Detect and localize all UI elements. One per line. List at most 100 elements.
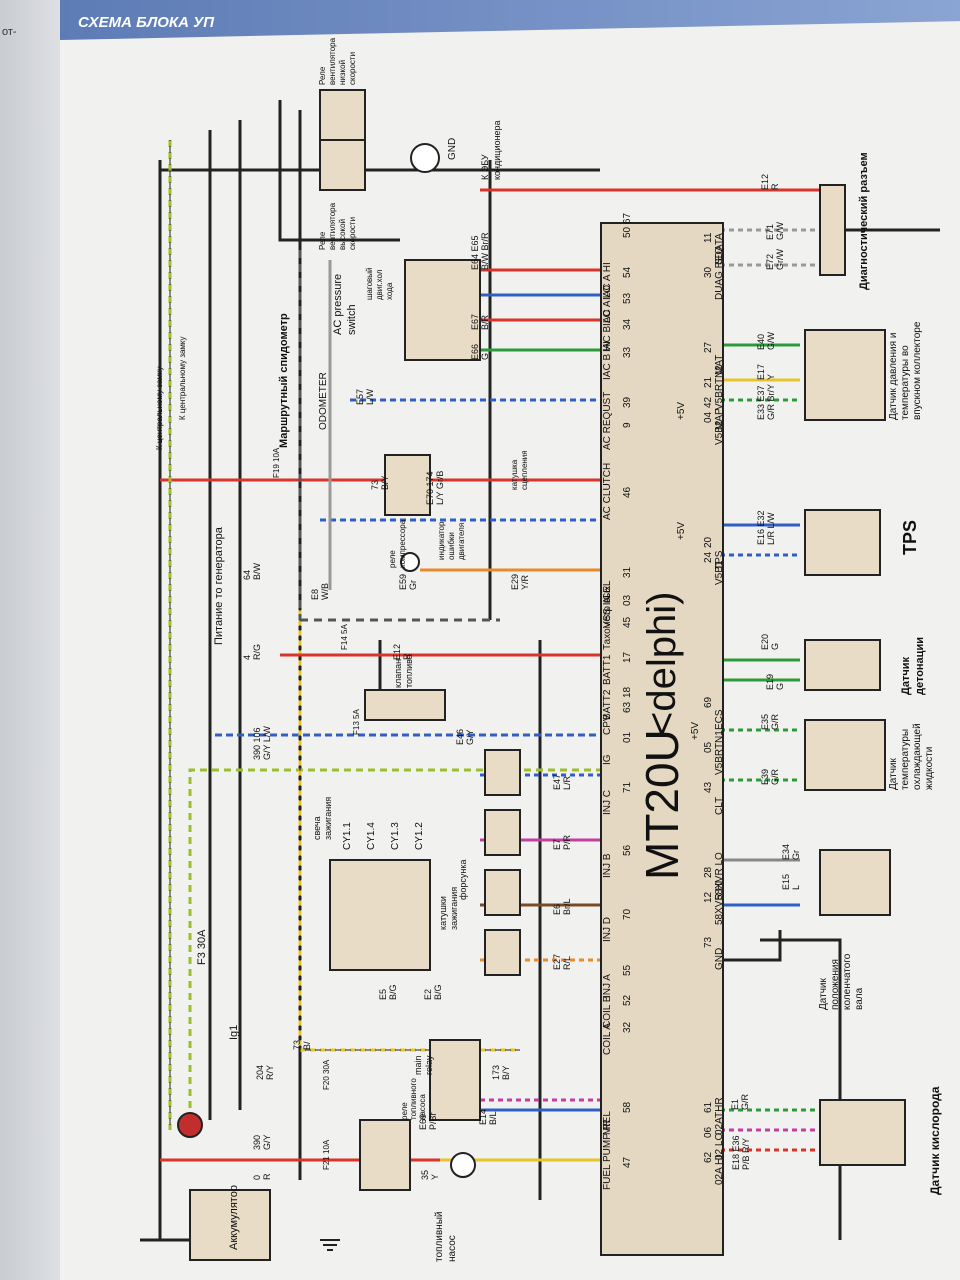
- wire-code-label: E35: [760, 713, 770, 730]
- injectors-label: форсунка: [458, 859, 468, 900]
- ecu-pin-label: TPS: [714, 550, 725, 570]
- wire-code-label: E57: [355, 388, 365, 405]
- ecu-pin-number: 18: [622, 686, 633, 698]
- cel-lamp: [400, 552, 420, 572]
- fan-high-label-4: скорости: [348, 216, 357, 250]
- wire-code-label: E29: [510, 573, 520, 590]
- wire-color-label: L/R L/W: [766, 512, 776, 545]
- ecu-pin-number: 01: [622, 731, 633, 743]
- ecu-pin-number: 17: [622, 651, 633, 663]
- ecu-pin-label: MR: [602, 1119, 613, 1135]
- ecu-pin-label: INJ A: [602, 974, 613, 998]
- fan-low-label-2: вентилятора: [328, 37, 337, 85]
- fan-relay-high: [319, 139, 366, 191]
- fuse-f21-label: F21 10A: [322, 1139, 331, 1170]
- wire-code-label: E66: [470, 343, 480, 360]
- ecu-pin-label: GND: [714, 947, 725, 970]
- wire-color-label: P/Br: [428, 1112, 438, 1130]
- ecu-pin-number: 73: [703, 936, 714, 948]
- ecu-pin-number: 9: [622, 422, 633, 428]
- gen-power-label: Питание то генератора: [213, 527, 225, 645]
- wire-code-label: E33 E37: [756, 385, 766, 420]
- ecu-pin-label: COIL B: [602, 995, 613, 1028]
- fan-low-label-3: низкой: [338, 59, 347, 85]
- wire-color-label: B/L: [488, 1111, 498, 1125]
- wire-color-label: R/G: [252, 643, 262, 660]
- wire-color-label: Y/R: [520, 574, 530, 590]
- wire-code-label: E19: [765, 673, 775, 690]
- ckp-label-3: коленчатого: [842, 953, 853, 1010]
- wire-color-label: L/Y Gr/B: [435, 470, 445, 505]
- wire-code-label: 4: [242, 654, 252, 660]
- gnd-label: GND: [447, 137, 458, 160]
- wire-code-label: E20: [760, 633, 770, 650]
- warning-badge: [177, 1112, 203, 1138]
- fuse-f14-label: F14 5A: [340, 624, 349, 650]
- clutch-label-1: катушка: [510, 459, 519, 490]
- ecu-pin-number: 62: [703, 1151, 714, 1163]
- ecu-pin-label: BATT2: [602, 689, 613, 720]
- ckp-label-1: Датчик: [818, 978, 829, 1010]
- wire-code-label: 73: [292, 1039, 302, 1050]
- wire-code-label: E47: [552, 773, 562, 790]
- map-sensor: [804, 329, 886, 421]
- wire-code-label: E59: [398, 573, 408, 590]
- to-lock-label-1: К центральному замку: [155, 366, 164, 450]
- wire-color-label: Gr/W: [775, 249, 785, 270]
- iac-label-1: шаговый: [365, 267, 374, 300]
- knock-label-1: Датчик: [900, 657, 912, 695]
- wire-code-label: E8: [310, 588, 320, 600]
- injector-4: [484, 749, 521, 796]
- wire-color-label: G/Y: [465, 729, 475, 745]
- wire-code-label: 173: [491, 1064, 501, 1080]
- wire-color-label: B/G: [388, 984, 398, 1000]
- wire-color-label: B/Y: [380, 475, 390, 490]
- wire-code-label: E72: [765, 253, 775, 270]
- wire-color-label: L/R: [562, 775, 572, 790]
- clt-label-2: температуры: [900, 728, 911, 790]
- ecu-pin-label: INJ D: [602, 917, 613, 942]
- ecu-pin-label: BATT1: [602, 654, 613, 685]
- wire-color-label: B/G: [433, 984, 443, 1000]
- ecu-pin-label: AC CLUTCH: [602, 462, 613, 520]
- ecu-pin-number: 43: [703, 781, 714, 793]
- to-ecu-ac-label-2: кондиционера: [492, 120, 502, 180]
- ac-switch-label-2: switch: [346, 304, 358, 335]
- ecu-pin-number: 04: [703, 411, 714, 423]
- wire-code-label: 73: [370, 479, 380, 490]
- wire-code-label: E12: [760, 173, 770, 190]
- fan-low-label-1: Реле: [318, 66, 327, 85]
- wire-code-label: 390: [252, 1134, 262, 1150]
- battery-box: [189, 1189, 271, 1261]
- ecu-pin-label: VSS IN: [602, 595, 613, 628]
- plus-5v-mark: +5V: [676, 521, 687, 540]
- ignition-coil-block: [329, 859, 431, 971]
- fuel-pump-label-1: топливный: [434, 1211, 445, 1262]
- main-relay-label-2: relay: [424, 1055, 434, 1075]
- fan-high-label-3: высокой: [338, 218, 347, 250]
- tps-label: TPS: [900, 519, 920, 555]
- ecu-pin-number: 52: [622, 994, 633, 1006]
- tps-sensor: [804, 509, 881, 576]
- cylinder-label-13: CY1.3: [390, 822, 401, 850]
- ecu-pin-label: IG: [602, 754, 613, 765]
- battery-label: Аккумулятор: [228, 1185, 240, 1250]
- cylinder-label-14: CY1.4: [366, 822, 377, 850]
- header-title: СХЕМА БЛОКА УП: [78, 14, 215, 31]
- fuel-pump-relay-label-2: топливного: [409, 1078, 418, 1120]
- cel-label-2: ошибки: [447, 532, 456, 560]
- wire-color-label: G: [480, 352, 490, 360]
- ecu-pin-label: INJ C: [602, 790, 613, 815]
- fuse-f20-label: F20 30A: [322, 1059, 331, 1090]
- wire-code-label: E7: [552, 838, 562, 850]
- ecu-pin-number: 31: [622, 566, 633, 578]
- wire-code-label: E27: [552, 953, 562, 970]
- wire-color-label: G/R: [770, 768, 780, 785]
- ecu-pin-number: 03: [622, 594, 633, 606]
- iac-label-3: хода: [385, 282, 394, 300]
- wire-code-label: E46: [455, 728, 465, 745]
- compressor-relay: [384, 454, 431, 516]
- wire-color-label: G/R: [740, 1093, 750, 1110]
- diag-connector-body: [819, 184, 846, 276]
- knock-sensor: [804, 639, 881, 691]
